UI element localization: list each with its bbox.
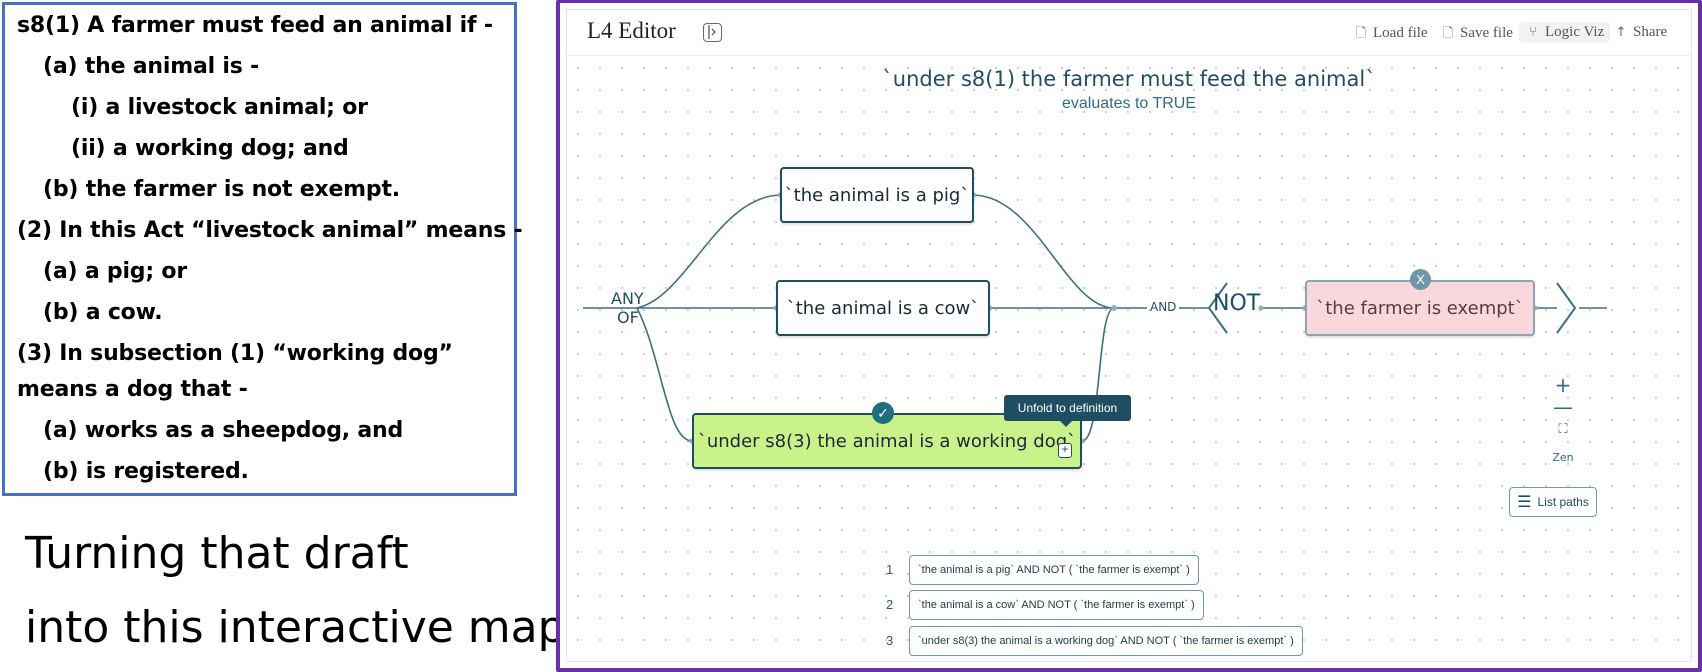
false-x-icon: X: [1410, 269, 1431, 290]
statute-line: means a dog that -: [17, 377, 248, 402]
port-dot: [1258, 305, 1264, 311]
not-close-bracket: [1556, 282, 1577, 334]
load-file-label: Load file: [1373, 25, 1428, 41]
statute-line: s8(1) A farmer must feed an animal if -: [17, 13, 493, 38]
path-item[interactable]: `under s8(3) the animal is a working dog…: [909, 626, 1303, 656]
statute-line: (i) a livestock animal; or: [71, 95, 368, 120]
editor-window: L4 Editor 🗋 Load file 🗋 Save file ⑂ Logic V…: [556, 0, 1702, 672]
and-label: AND: [1150, 300, 1177, 314]
app-title: L4 Editor: [587, 18, 676, 43]
node-animal-is-cow[interactable]: `the animal is a cow`: [776, 280, 990, 336]
statute-line: (3) In subsection (1) “working dog”: [17, 341, 453, 366]
editor-toolbar: L4 Editor 🗋 Load file 🗋 Save file ⑂ Logic V…: [567, 10, 1691, 56]
statute-line: (2) In this Act “livestock animal” means…: [17, 218, 523, 243]
junction-dot: [1111, 305, 1117, 311]
statute-line: (a) a pig; or: [43, 259, 187, 284]
zoom-out-button[interactable]: —: [1553, 395, 1573, 419]
share-label: Share: [1633, 24, 1668, 40]
share-button[interactable]: ↑ Share: [1613, 24, 1668, 41]
share-upload-icon: ↑: [1615, 25, 1627, 40]
file-save-icon: 🗋: [1442, 26, 1454, 41]
statute-line: (ii) a working dog; and: [71, 136, 349, 161]
statute-line: (b) a cow.: [43, 300, 163, 325]
path-number: 2: [886, 597, 894, 612]
statute-line: (a) works as a sheepdog, and: [43, 418, 404, 443]
edge-dog-out: [1081, 307, 1115, 442]
statute-line: (b) the farmer is not exempt.: [43, 177, 400, 202]
save-file-button[interactable]: 🗋 Save file: [1440, 24, 1513, 46]
path-item[interactable]: `the animal is a cow` AND NOT ( `the far…: [909, 590, 1204, 620]
statute-line: (b) is registered.: [43, 459, 249, 484]
path-number: 1: [886, 562, 894, 577]
node-animal-is-pig[interactable]: `the animal is a pig`: [780, 167, 974, 223]
unfold-definition-button[interactable]: +: [1058, 443, 1072, 458]
logic-viz-button[interactable]: ⑂ Logic Viz: [1519, 22, 1611, 43]
logic-viz-label: Logic Viz: [1545, 24, 1605, 40]
unfold-tooltip: Unfold to definition: [1004, 395, 1131, 427]
node-working-dog-label: `under s8(3) the animal is a working dog…: [697, 430, 1077, 452]
zen-button[interactable]: Zen: [1552, 451, 1574, 464]
graph-icon: ⑂: [1529, 25, 1537, 40]
caption-line-1: Turning that draft: [25, 528, 409, 579]
not-label: NOT: [1213, 291, 1261, 316]
caption-line-2: into this interactive map –: [25, 602, 602, 653]
sidebar-toggle-icon[interactable]: [703, 23, 722, 42]
statute-line: (a) the animal is -: [43, 54, 260, 79]
viz-subtitle: evaluates to TRUE: [1062, 95, 1196, 112]
editor-panel: L4 Editor 🗋 Load file 🗋 Save file ⑂ Logic V…: [566, 9, 1692, 662]
true-check-icon: ✓: [872, 402, 894, 424]
save-file-label: Save file: [1460, 25, 1513, 41]
fit-view-icon[interactable]: ⛶: [1558, 422, 1568, 437]
statute-box: s8(1) A farmer must feed an animal if - …: [2, 2, 523, 496]
list-icon: ☰: [1517, 494, 1532, 511]
logic-viz-canvas[interactable]: `under s8(1) the farmer must feed the an…: [567, 57, 1691, 661]
edge-any-pig: [636, 194, 781, 309]
path-number: 3: [886, 633, 894, 648]
any-of-label: ANY: [611, 289, 644, 308]
viz-title: `under s8(1) the farmer must feed the an…: [882, 67, 1376, 91]
not-open-bracket: [1207, 282, 1228, 334]
edge-any-dog: [636, 307, 693, 442]
zoom-in-button[interactable]: +: [1554, 373, 1572, 397]
edge-pig-out: [973, 194, 1115, 309]
list-paths-label: List paths: [1537, 495, 1589, 509]
load-file-button[interactable]: 🗋 Load file: [1353, 24, 1428, 46]
path-item[interactable]: `the animal is a pig` AND NOT ( `the far…: [909, 555, 1199, 585]
any-of-label-of: OF: [617, 308, 639, 327]
file-upload-icon: 🗋: [1355, 26, 1367, 41]
list-paths-button[interactable]: ☰ List paths: [1509, 487, 1597, 517]
